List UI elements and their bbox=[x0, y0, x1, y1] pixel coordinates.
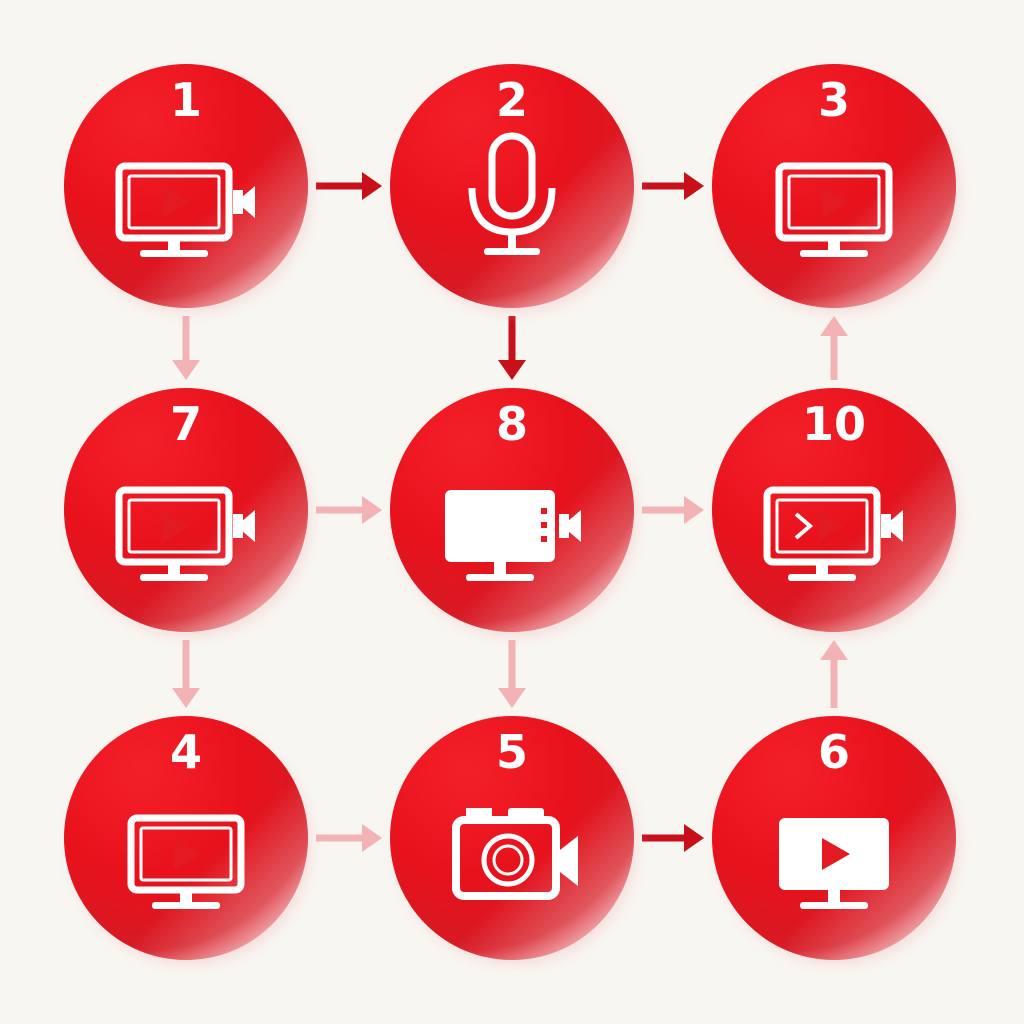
node-number: 5 bbox=[496, 725, 528, 779]
edge-8-to-5 bbox=[498, 640, 526, 708]
arrow-head-icon bbox=[172, 688, 200, 708]
node-7: 7 bbox=[64, 388, 312, 638]
node-number: 6 bbox=[818, 725, 850, 779]
node-4: 4 bbox=[64, 716, 312, 966]
edge-4-to-5 bbox=[316, 824, 382, 852]
nodes: 1 2 3 7 8 10 4 5 6 bbox=[64, 64, 960, 966]
edge-2-to-8 bbox=[498, 316, 526, 380]
node-number: 10 bbox=[802, 397, 866, 451]
node-highlight bbox=[64, 388, 308, 632]
arrow-head-icon bbox=[362, 496, 382, 524]
node-highlight bbox=[64, 64, 308, 308]
edge-7-to-4 bbox=[172, 640, 200, 708]
edge-7-to-8 bbox=[316, 496, 382, 524]
arrow-head-icon bbox=[362, 824, 382, 852]
edge-6-to-10 bbox=[820, 640, 848, 708]
node-6: 6 bbox=[712, 716, 960, 966]
monitor-camera-icon bbox=[115, 486, 255, 581]
arrow-head-icon bbox=[172, 360, 200, 380]
node-3: 3 bbox=[712, 64, 960, 314]
arrow-head-icon bbox=[362, 172, 382, 200]
node-2: 2 bbox=[390, 64, 638, 314]
monitor-play-icon bbox=[775, 162, 893, 257]
node-highlight bbox=[712, 64, 956, 308]
arrow-head-icon bbox=[684, 824, 704, 852]
node-highlight bbox=[64, 716, 308, 960]
node-number: 8 bbox=[496, 397, 528, 451]
node-5: 5 bbox=[390, 716, 638, 966]
arrow-head-icon bbox=[498, 688, 526, 708]
node-highlight bbox=[390, 64, 634, 308]
node-8: 8 bbox=[390, 388, 638, 638]
arrow-head-icon bbox=[684, 496, 704, 524]
arrow-head-icon bbox=[820, 640, 848, 660]
edge-10-to-3 bbox=[820, 316, 848, 380]
node-1: 1 bbox=[64, 64, 312, 314]
camera-icon bbox=[452, 808, 578, 900]
monitor-play-icon bbox=[127, 814, 245, 909]
monitor-camera-rewind-icon bbox=[763, 486, 903, 581]
edge-2-to-3 bbox=[642, 172, 704, 200]
node-number: 3 bbox=[818, 73, 850, 127]
node-number: 4 bbox=[170, 725, 202, 779]
node-10: 10 bbox=[712, 388, 960, 638]
edge-5-to-6 bbox=[642, 824, 704, 852]
arrow-head-icon bbox=[684, 172, 704, 200]
node-highlight bbox=[712, 388, 956, 632]
edge-1-to-7 bbox=[172, 316, 200, 380]
arrow-head-icon bbox=[498, 360, 526, 380]
node-number: 1 bbox=[170, 73, 202, 127]
monitor-play-solid-icon bbox=[779, 818, 889, 909]
arrow-head-icon bbox=[820, 316, 848, 336]
edge-1-to-2 bbox=[316, 172, 382, 200]
node-number: 2 bbox=[496, 73, 528, 127]
microphone-icon bbox=[468, 132, 556, 255]
edges bbox=[172, 172, 848, 852]
edge-8-to-10 bbox=[642, 496, 704, 524]
node-number: 7 bbox=[170, 397, 202, 451]
monitor-camera-blank-icon bbox=[445, 490, 581, 581]
monitor-camera-icon bbox=[115, 162, 255, 257]
